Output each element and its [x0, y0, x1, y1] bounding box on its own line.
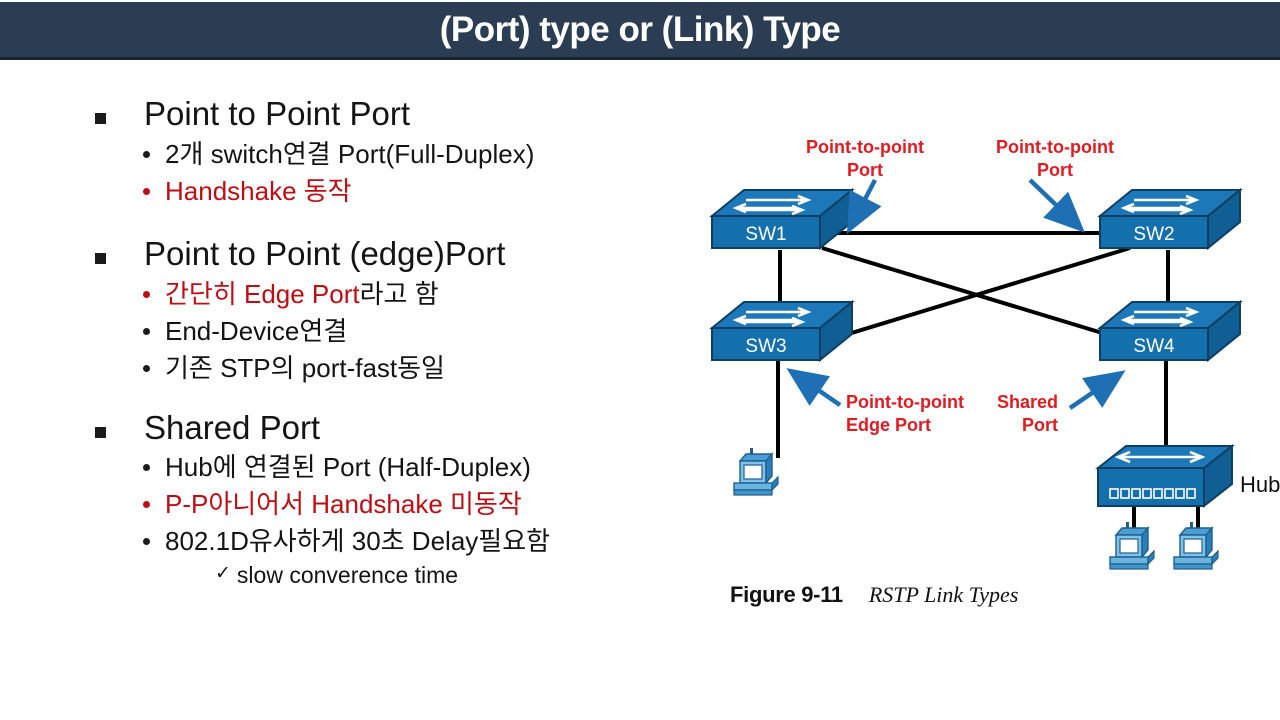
- bullet-sub-2-1-label: 간단히 Edge Port: [165, 279, 360, 310]
- annotation-labels: Point-to-point Port Point-to-point Port …: [806, 137, 1114, 435]
- figure-caption-number: Figure 9-11: [730, 582, 843, 607]
- bullet-sub-2-1-tail: 라고 함: [359, 279, 439, 310]
- device-sw2[interactable]: SW2: [1097, 187, 1243, 251]
- topology-links: [776, 231, 1200, 532]
- ann-edge-line1: Point-to-point: [846, 392, 964, 412]
- device-pc2[interactable]: [1109, 522, 1155, 570]
- rstp-link-types-figure: SW1 SW2 SW3: [700, 120, 1280, 620]
- bullet-block-3: Shared Port Hub에 연결된 Port (Half-Duplex) …: [0, 409, 700, 591]
- link-sw2-sw3: [821, 246, 1131, 344]
- dot-bullet-icon: [143, 501, 150, 509]
- ann-p2p-2-line2: Port: [1037, 160, 1073, 180]
- dot-bullet-icon: [143, 187, 150, 195]
- bullet-sub-1-2: Handshake 동작: [143, 173, 700, 210]
- ann-shared-line1: Shared: [997, 392, 1058, 412]
- bullet-block-1: Point to Point Port 2개 switch연결 Port(Ful…: [0, 95, 700, 209]
- dot-bullet-icon: [143, 291, 150, 299]
- bullet-sub-3-2: P-P아니어서 Handshake 미동작: [143, 486, 700, 523]
- device-sw1[interactable]: SW1: [709, 187, 855, 251]
- switch-arrows-icon: [1120, 194, 1200, 216]
- dot-bullet-icon: [143, 538, 150, 546]
- ann-edge-line2: Edge Port: [846, 415, 931, 435]
- bullet-heading-1-label: Point to Point Port: [144, 95, 410, 132]
- bullet-sub-3-3: 802.1D유사하게 30초 Delay필요함: [143, 523, 700, 560]
- dot-bullet-icon: [143, 327, 150, 335]
- bullet-block-2: Point to Point (edge)Port 간단히 Edge Port라…: [0, 235, 700, 386]
- bullet-sub-2-1: 간단히 Edge Port라고 함: [143, 276, 700, 313]
- device-label-sw2: SW2: [1133, 224, 1174, 245]
- bullet-sub-1-1: 2개 switch연결 Port(Full-Duplex): [143, 136, 700, 173]
- bullet-sub-sub-3: ✓ slow converence time: [215, 560, 700, 591]
- bullet-sub-1-1-label: 2개 switch연결 Port(Full-Duplex): [165, 138, 535, 169]
- arrow-edge: [786, 368, 842, 407]
- square-bullet-icon: [95, 253, 106, 265]
- check-bullet-icon: ✓: [215, 563, 231, 585]
- device-label-sw3: SW3: [745, 336, 786, 357]
- device-label-sw4: SW4: [1133, 336, 1175, 357]
- spacer: [0, 209, 700, 235]
- figure-caption: Figure 9-11 RSTP Link Types: [730, 582, 1018, 608]
- bullet-sub-2-3-label: 기존 STP의 port-fast동일: [165, 352, 445, 383]
- bullet-sub-3-2-label: P-P아니어서 Handshake 미동작: [165, 489, 522, 520]
- bullet-heading-3-label: Shared Port: [144, 408, 321, 446]
- device-sw3[interactable]: SW3: [709, 299, 855, 363]
- square-bullet-icon: [95, 426, 106, 438]
- ann-p2p-1-line1: Point-to-point: [806, 137, 924, 157]
- bullet-sub-2-2-label: End-Device연결: [165, 315, 348, 346]
- bullet-heading-1: Point to Point Port: [95, 95, 700, 134]
- figure-caption-title: RSTP Link Types: [868, 582, 1019, 607]
- ann-shared-line2: Port: [1022, 415, 1058, 435]
- device-label-sw1: SW1: [745, 224, 786, 245]
- bullet-sub-3-3-label: 802.1D유사하게 30초 Delay필요함: [165, 526, 551, 557]
- ann-p2p-2-line1: Point-to-point: [996, 137, 1114, 157]
- bullet-heading-3: Shared Port: [95, 409, 700, 448]
- bullet-sub-2-1: 간단히 Edge Port라고 함: [165, 276, 439, 313]
- page-title: (Port) type or (Link) Type: [439, 9, 841, 49]
- switch-arrows-icon: [732, 306, 812, 328]
- bullet-sub-sub-3-label: slow converence time: [236, 562, 459, 589]
- bullet-content: Point to Point Port 2개 switch연결 Port(Ful…: [0, 95, 700, 655]
- switch-arrows-icon: [732, 194, 812, 216]
- spacer: [0, 387, 700, 409]
- dot-bullet-icon: [143, 150, 150, 158]
- dot-bullet-icon: [143, 364, 150, 372]
- slide-title-bar: (Port) type or (Link) Type: [0, 2, 1280, 60]
- switch-arrows-icon: [1120, 306, 1200, 328]
- bullet-sub-1-2-label: Handshake 동작: [165, 175, 352, 206]
- arrow-p2p-2: [1028, 178, 1085, 233]
- device-pc3[interactable]: [1173, 522, 1219, 570]
- dot-bullet-icon: [143, 464, 150, 472]
- bullet-heading-2-label: Point to Point (edge)Port: [144, 235, 506, 273]
- hub-ports-icon: [1109, 488, 1196, 499]
- ann-p2p-1-line2: Port: [847, 160, 883, 180]
- device-pc1[interactable]: [733, 448, 779, 496]
- bullet-sub-3-1: Hub에 연결된 Port (Half-Duplex): [143, 449, 700, 486]
- bullet-sub-2-2: End-Device연결: [143, 313, 700, 350]
- network-topology-diagram: SW1 SW2 SW3: [709, 137, 1280, 570]
- bullet-heading-2: Point to Point (edge)Port: [95, 235, 700, 274]
- arrow-shared: [1068, 370, 1126, 410]
- bullet-sub-3-1-label: Hub에 연결된 Port (Half-Duplex): [165, 452, 531, 483]
- bullet-sub-2-3: 기존 STP의 port-fast동일: [143, 350, 700, 387]
- device-sw4[interactable]: SW4: [1097, 299, 1243, 363]
- device-label-hub: Hub: [1240, 472, 1280, 497]
- device-hub[interactable]: Hub: [1095, 443, 1280, 509]
- hub-arrow-icon: [1114, 450, 1206, 464]
- arrow-p2p-1: [846, 178, 882, 234]
- square-bullet-icon: [95, 113, 106, 124]
- annotation-arrows: [786, 178, 1126, 410]
